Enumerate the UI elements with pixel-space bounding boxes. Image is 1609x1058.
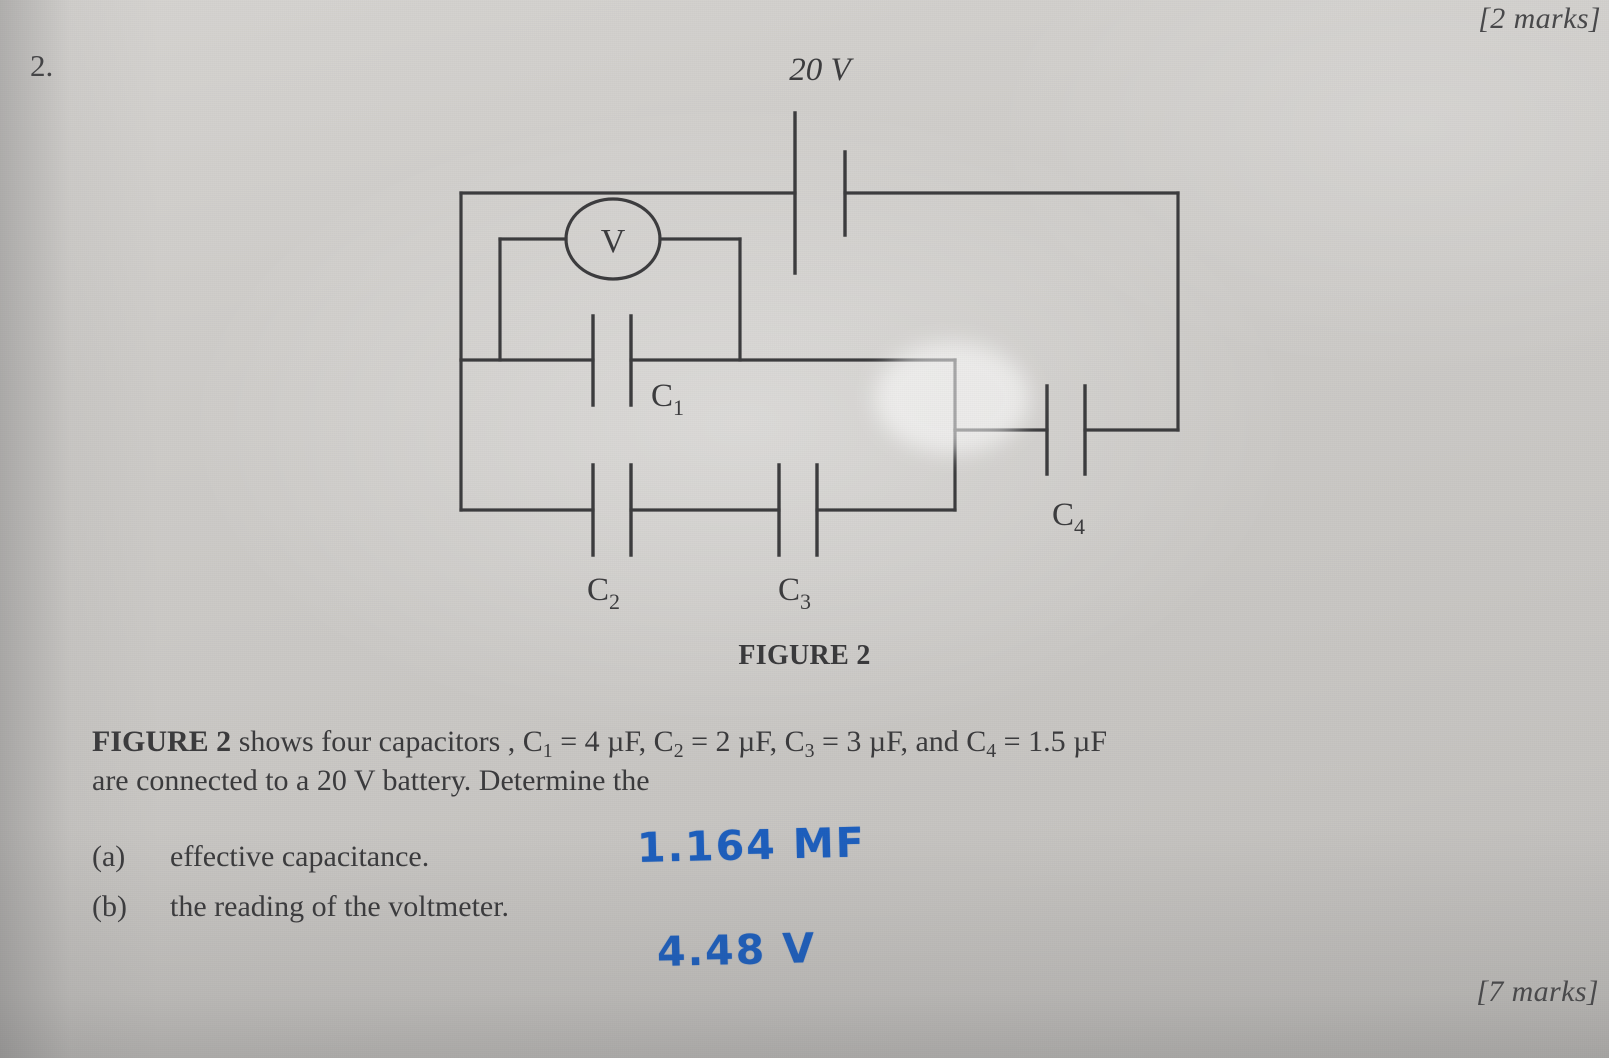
c3-label: C3 <box>778 572 811 614</box>
c3-subscript: 3 <box>804 739 815 762</box>
battery-label: 20 V <box>789 52 854 88</box>
c4-label: C4 <box>1052 497 1085 539</box>
paragraph-line2: are connected to a 20 V battery. Determi… <box>92 764 650 798</box>
paragraph-part4: = 3 µF, and C <box>814 725 987 758</box>
c1-label: C1 <box>651 378 684 420</box>
question-number: 2. <box>30 48 54 83</box>
paragraph-lead: FIGURE 2 <box>92 725 232 758</box>
item-tag-a: (a) <box>92 840 126 873</box>
figure-caption: FIGURE 2 <box>738 640 871 671</box>
answer-items: (a) effective capacitance. 1.164 ΜF (b) … <box>92 818 1192 976</box>
list-item: (a) effective capacitance. 1.164 ΜF <box>92 818 1192 874</box>
handwritten-answer-b: 4.48 V <box>656 924 817 976</box>
voltmeter-label: V <box>601 223 626 260</box>
item-label-a: effective capacitance. <box>170 840 430 873</box>
marks-top: [2 marks] <box>1478 2 1601 35</box>
c2-label: C2 <box>587 572 620 614</box>
handwritten-answer-a: 1.164 ΜF <box>636 818 867 872</box>
list-item: (b) the reading of the voltmeter. 4.48 V <box>92 890 1192 976</box>
paragraph-part1: shows four capacitors , C <box>231 725 543 758</box>
c1-subscript: 1 <box>542 739 553 762</box>
item-label-b: the reading of the voltmeter. <box>170 890 510 923</box>
flash-glare <box>874 342 1030 454</box>
paragraph-part3: = 2 µF, C <box>683 725 805 758</box>
paragraph-part2: = 4 µF, C <box>552 725 674 758</box>
c4-subscript: 4 <box>986 739 997 762</box>
item-tag-b: (b) <box>92 890 127 923</box>
paragraph-part5: = 1.5 µF <box>996 725 1108 758</box>
c2-subscript: 2 <box>673 739 684 762</box>
question-paragraph: FIGURE 2 shows four capacitors , C1 = 4 … <box>92 724 1592 800</box>
circuit-diagram: 20 V V C1 C2 C3 C4 <box>459 52 1180 614</box>
marks-bottom: [7 marks] <box>1476 975 1599 1008</box>
